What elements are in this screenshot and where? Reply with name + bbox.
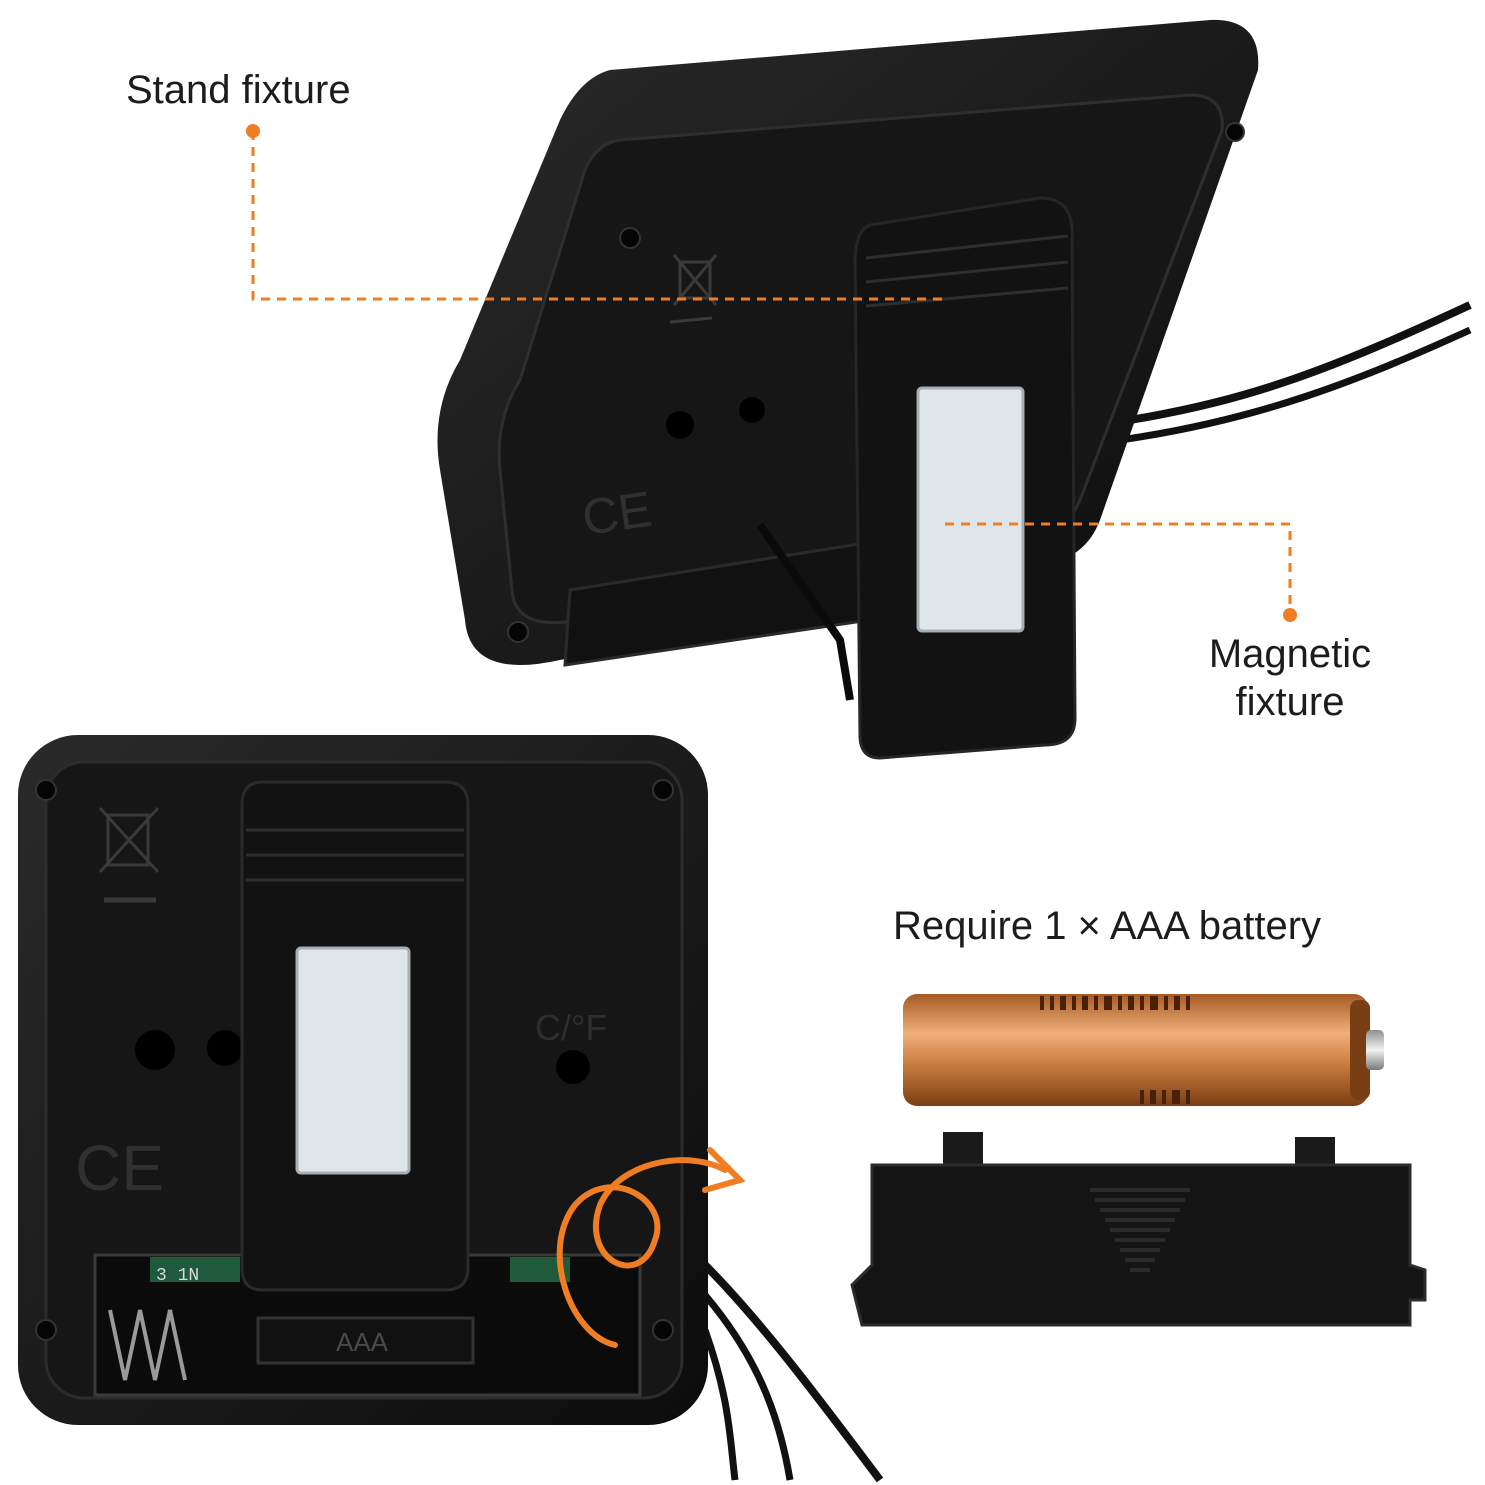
stand-fixture-callout <box>246 124 945 301</box>
battery-requirement-label: Require 1 × AAA battery <box>893 904 1322 948</box>
battery-slot-label: AAA <box>336 1327 389 1357</box>
board-text: 3 1N <box>156 1266 199 1286</box>
unit-switch-label: C/°F <box>535 1007 607 1048</box>
battery-door <box>850 1132 1427 1327</box>
stand-fixture-label: Stand fixture <box>126 68 351 112</box>
magnet-pad <box>916 386 1025 633</box>
weee-bin-icon <box>98 806 160 903</box>
magnetic-fixture-label-line1: Magnetic <box>1208 632 1372 676</box>
magnetic-fixture-label-line2: fixture <box>1235 680 1345 724</box>
thermometer-angled-view: CE <box>437 19 1472 760</box>
magnet-pad <box>295 946 411 1175</box>
ce-mark-icon: CE <box>75 1132 164 1204</box>
thermometer-back-view: C/°F CE 3 1N AAA <box>18 735 884 1483</box>
magnetic-fixture-label: Magnetic fixture <box>1180 630 1400 726</box>
curved-arrow-icon <box>556 1147 746 1348</box>
ce-mark-icon: CE <box>579 481 656 546</box>
aaa-battery <box>903 994 1384 1106</box>
magnetic-fixture-callout <box>945 522 1297 622</box>
